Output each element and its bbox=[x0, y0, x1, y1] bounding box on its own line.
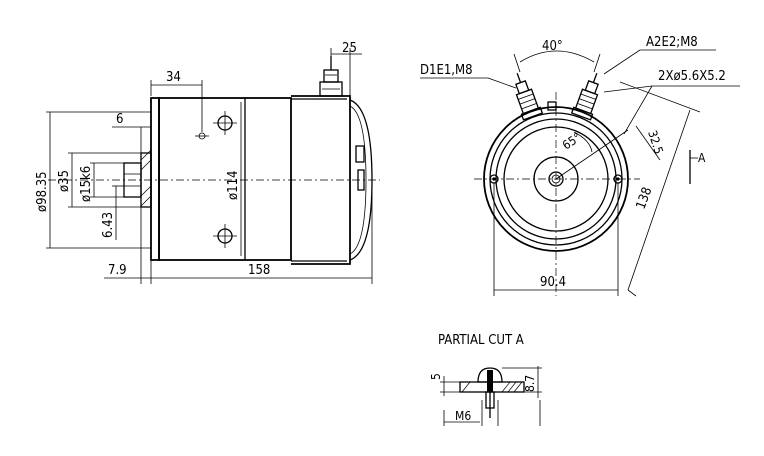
angle-65-arc bbox=[573, 131, 593, 153]
dim-dia-114: ø114 bbox=[226, 171, 241, 200]
label-d1e1: D1E1,M8 bbox=[420, 63, 473, 78]
partial-cut-view: PARTIAL CUT A 5 8.7 M6 bbox=[429, 333, 542, 426]
terminal-nut bbox=[323, 69, 339, 83]
dim-dia-35: ø35 bbox=[57, 170, 72, 192]
shaft-boss bbox=[533, 156, 579, 202]
dim-dia-15k6: ø15k6 bbox=[79, 166, 94, 202]
dim-8-7: 8.7 bbox=[523, 375, 537, 392]
dim-m6: M6 bbox=[455, 409, 471, 423]
angle-65-ray bbox=[555, 129, 629, 180]
shaft-center bbox=[551, 174, 561, 184]
terminal-right bbox=[570, 72, 599, 121]
dim-6-43: 6.43 bbox=[101, 212, 116, 238]
mount-bolt-bottom bbox=[213, 224, 237, 248]
rear-dome-inner bbox=[349, 105, 367, 255]
dim-25: 25 bbox=[342, 41, 357, 56]
terminal-left bbox=[515, 72, 544, 121]
cut-bolt-thread bbox=[485, 391, 495, 409]
label-a2e2: A2E2;M8 bbox=[646, 35, 698, 50]
dim-7-9: 7.9 bbox=[108, 263, 127, 278]
flange-plate bbox=[150, 97, 160, 261]
label-holes: 2Xø5.6X5.2 bbox=[658, 69, 726, 84]
end-cap-inner bbox=[291, 98, 347, 262]
mount-bolt-top bbox=[213, 111, 237, 135]
dim-dia-98-35: ø98.35 bbox=[35, 171, 50, 212]
output-shaft bbox=[123, 162, 142, 198]
cut-bolt-shank bbox=[487, 370, 493, 392]
dim-32-5: 32.5 bbox=[645, 129, 666, 156]
small-hole bbox=[195, 132, 209, 140]
front-view: 40° D1E1,M8 A2E2;M8 2Xø5.6X5.2 65° 32.5 … bbox=[420, 35, 740, 297]
rear-screw bbox=[355, 145, 365, 163]
cut-plate-hatch bbox=[461, 381, 523, 393]
inner-ring bbox=[503, 126, 609, 232]
side-view: 25 34 6 ø98.35 ø35 ø15k6 6.43 ø114 bbox=[35, 41, 380, 284]
pilot-hatch bbox=[140, 149, 152, 207]
dim-90-4: 90.4 bbox=[540, 275, 566, 290]
motor-body bbox=[158, 97, 292, 261]
rear-bearing bbox=[357, 169, 365, 191]
terminal-center-tab bbox=[547, 101, 557, 111]
dim-5: 5 bbox=[429, 373, 443, 380]
section-a: A bbox=[698, 151, 706, 165]
angle-40: 40° bbox=[542, 39, 563, 54]
shaft-end bbox=[548, 171, 564, 187]
dim-34: 34 bbox=[166, 70, 181, 85]
bearing-flange bbox=[495, 118, 617, 240]
dim-138: 138 bbox=[634, 185, 656, 211]
partial-cut-title: PARTIAL CUT A bbox=[438, 333, 524, 348]
cut-bolt-head bbox=[477, 367, 503, 383]
angle-40-arc bbox=[519, 50, 595, 63]
dim-158: 158 bbox=[248, 263, 270, 278]
dim-6: 6 bbox=[116, 112, 123, 127]
